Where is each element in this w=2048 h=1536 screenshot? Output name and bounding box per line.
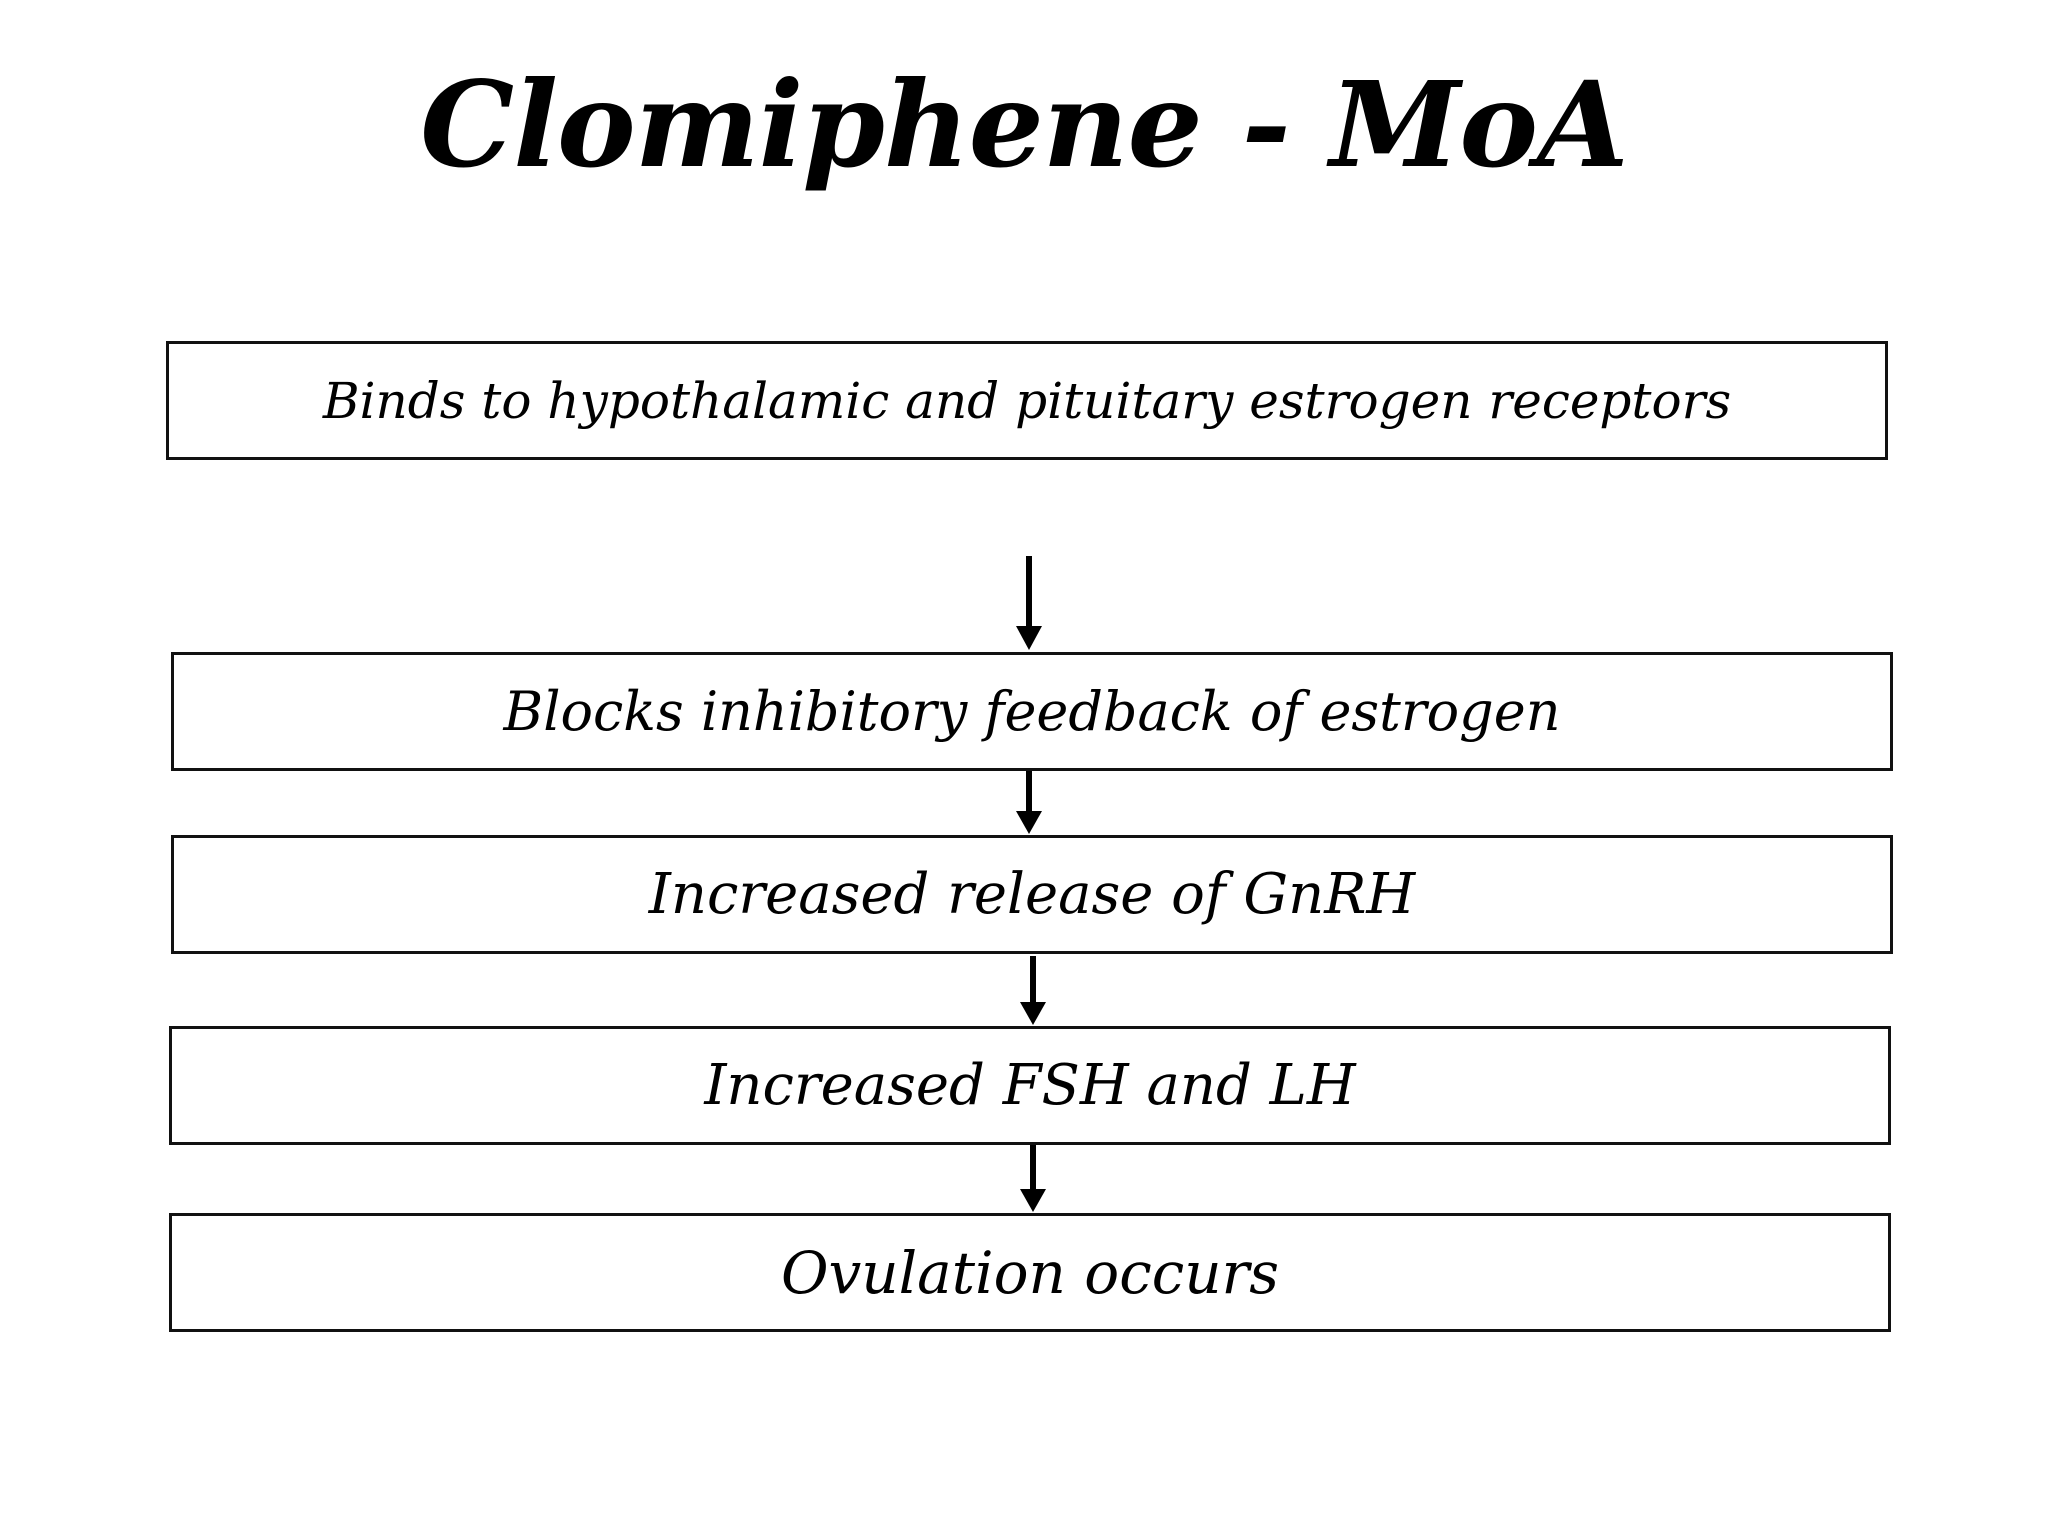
flow-step-1: Binds to hypothalamic and pituitary estr… — [166, 341, 1888, 460]
flow-step-5: Ovulation occurs — [169, 1213, 1891, 1332]
arrow-down-icon — [1016, 771, 1042, 834]
arrow-down-icon — [1020, 1145, 1046, 1212]
flow-step-4: Increased FSH and LH — [169, 1026, 1891, 1145]
page-title: Clomiphene - MoA — [420, 55, 1628, 194]
flow-step-3: Increased release of GnRH — [171, 835, 1893, 954]
flow-step-2: Blocks inhibitory feedback of estrogen — [171, 652, 1893, 771]
arrow-down-icon — [1020, 956, 1046, 1025]
arrow-down-icon — [1016, 556, 1042, 650]
